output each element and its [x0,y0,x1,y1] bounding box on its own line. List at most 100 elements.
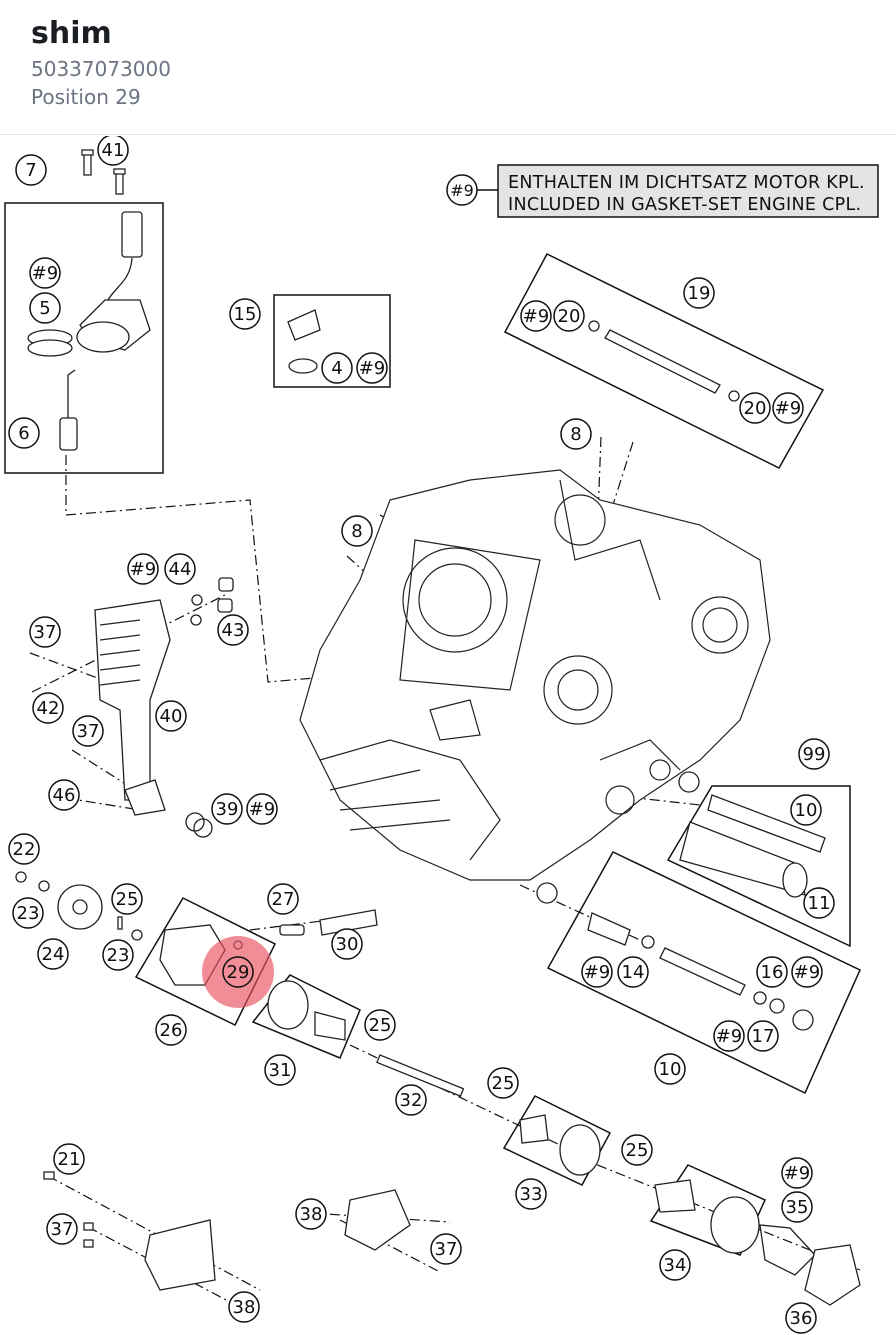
callout-25[interactable]: 25 [111,883,143,915]
callout-30[interactable]: 30 [331,928,363,960]
svg-text:11: 11 [808,893,831,914]
callout-44[interactable]: 44 [164,553,196,585]
gasket-set-notice: #9 ENTHALTEN IM DICHTSATZ MOTOR KPL. INC… [446,164,879,218]
callout-37[interactable]: 37 [430,1233,462,1265]
part-number: 50337073000 [31,57,171,81]
callout-29[interactable]: 29 [222,956,254,988]
callout-15[interactable]: 15 [229,298,261,330]
callout-31[interactable]: 31 [264,1054,296,1086]
callout-5[interactable]: 5 [29,292,61,324]
callout-6[interactable]: 6 [8,417,40,449]
callout-43[interactable]: 43 [217,614,249,646]
svg-text:38: 38 [233,1297,256,1318]
callout-17[interactable]: 17 [747,1020,779,1052]
pump-gear [15,871,378,941]
callout-14[interactable]: 14 [617,956,649,988]
callout-46[interactable]: 46 [48,779,80,811]
callout-42[interactable]: 42 [32,692,64,724]
callout-27[interactable]: 27 [267,883,299,915]
callout-16[interactable]: 16 [756,956,788,988]
svg-text:21: 21 [58,1149,81,1170]
callout-41[interactable]: 41 [97,136,129,166]
callout-35[interactable]: 35 [781,1191,813,1223]
callout-11[interactable]: 11 [803,887,835,919]
strainer-group [536,882,814,1031]
callout-21[interactable]: 21 [53,1143,85,1175]
svg-text:23: 23 [107,945,130,966]
svg-text:29: 29 [227,962,250,983]
callout-33[interactable]: 33 [515,1178,547,1210]
callout-ref9[interactable]: #9 [520,300,552,332]
svg-text:37: 37 [435,1239,458,1260]
svg-text:19: 19 [688,283,711,304]
svg-text:16: 16 [761,962,784,983]
svg-text:17: 17 [752,1026,775,1047]
callout-8[interactable]: 8 [560,418,592,450]
svg-text:27: 27 [272,889,295,910]
bolts-41 [81,149,126,195]
svg-text:36: 36 [790,1308,813,1329]
svg-text:#9: #9 [130,559,157,580]
oil-filter [678,771,826,898]
callout-37[interactable]: 37 [72,715,104,747]
svg-text:39: 39 [216,799,239,820]
callout-36[interactable]: 36 [785,1302,817,1334]
callout-99[interactable]: 99 [798,738,830,770]
callout-37[interactable]: 37 [29,616,61,648]
filler-cap [287,309,321,374]
callout-22[interactable]: 22 [8,833,40,865]
svg-text:20: 20 [744,398,767,419]
svg-text:14: 14 [622,962,645,983]
callout-40[interactable]: 40 [155,700,187,732]
callout-ref9[interactable]: #9 [356,352,388,384]
callout-25[interactable]: 25 [364,1009,396,1041]
svg-text:37: 37 [77,721,100,742]
callout-23[interactable]: 23 [12,897,44,929]
callout-ref9[interactable]: #9 [29,257,61,289]
callout-10[interactable]: 10 [654,1053,686,1085]
callout-24[interactable]: 24 [37,938,69,970]
svg-text:20: 20 [558,306,581,327]
svg-text:25: 25 [116,889,139,910]
svg-text:33: 33 [520,1184,543,1205]
callout-ref9[interactable]: #9 [791,956,823,988]
svg-text:#9: #9 [784,1163,811,1184]
callout-ref9[interactable]: #9 [713,1020,745,1052]
callout-ref9[interactable]: #9 [781,1157,813,1189]
callout-4[interactable]: 4 [321,352,353,384]
callout-34[interactable]: 34 [659,1249,691,1281]
callout-7[interactable]: 7 [15,154,47,186]
callout-ref9[interactable]: #9 [772,392,804,424]
notice-line-2: INCLUDED IN GASKET-SET ENGINE CPL. [508,195,861,215]
callout-10[interactable]: 10 [790,794,822,826]
callout-ref9[interactable]: #9 [246,793,278,825]
callout-25[interactable]: 25 [487,1067,519,1099]
svg-text:38: 38 [300,1204,323,1225]
oil-cooler [94,577,234,838]
svg-text:26: 26 [160,1020,183,1041]
callout-37[interactable]: 37 [46,1213,78,1245]
callout-32[interactable]: 32 [395,1084,427,1116]
svg-text:24: 24 [42,944,65,965]
callout-19[interactable]: 19 [683,277,715,309]
svg-text:22: 22 [13,839,36,860]
svg-text:10: 10 [659,1059,682,1080]
callout-26[interactable]: 26 [155,1014,187,1046]
callout-38[interactable]: 38 [295,1198,327,1230]
notice-line-1: ENTHALTEN IM DICHTSATZ MOTOR KPL. [508,173,865,193]
svg-text:#9: #9 [359,358,386,379]
callout-ref9[interactable]: #9 [581,956,613,988]
callout-20[interactable]: 20 [553,300,585,332]
svg-text:10: 10 [795,800,818,821]
svg-text:23: 23 [17,903,40,924]
callout-38[interactable]: 38 [228,1291,260,1323]
callout-ref9[interactable]: #9 [127,553,159,585]
callout-39[interactable]: 39 [211,793,243,825]
callout-20[interactable]: 20 [739,392,771,424]
callout-25[interactable]: 25 [621,1134,653,1166]
callout-8[interactable]: 8 [341,515,373,547]
engine-crankcase [299,469,771,881]
svg-text:4: 4 [331,358,342,379]
callout-23[interactable]: 23 [102,939,134,971]
